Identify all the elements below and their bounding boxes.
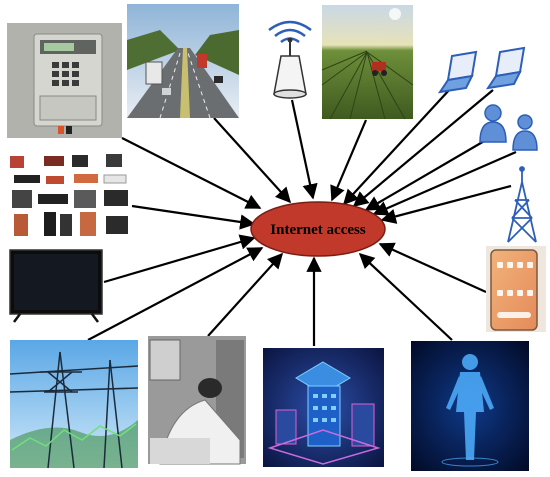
arrow-body-scan: [358, 252, 453, 341]
arrow-user-2: [372, 150, 517, 216]
television-image: [9, 249, 103, 323]
cell-tower-icon: [507, 166, 537, 243]
internet-access-hub: Internet access: [250, 201, 386, 257]
electronic-devices-image: [10, 152, 130, 240]
arrow-laptop-1: [342, 87, 452, 206]
arrow-farm-field: [330, 119, 368, 202]
arrow-medical: [207, 252, 284, 337]
farm-field-image: [321, 5, 414, 120]
connection-arrows: [87, 87, 517, 346]
arrow-power-grid: [87, 247, 264, 341]
user-1-icon: [479, 104, 507, 143]
highway-traffic-image: [127, 4, 239, 119]
power-grid-image: [9, 340, 139, 469]
medical-patient-image: [148, 336, 246, 465]
arrow-smartphone: [378, 242, 487, 294]
smartphone-image: [486, 246, 546, 332]
arrow-wifi-router: [290, 99, 318, 200]
wifi-router-icon: [268, 20, 312, 99]
arrow-user-1: [364, 139, 487, 211]
smart-city-image: [263, 348, 384, 467]
human-body-scan-image: [411, 341, 529, 471]
user-2-icon: [512, 114, 538, 151]
arrow-cell-tower: [380, 184, 512, 224]
laptop-2-icon: [485, 46, 526, 90]
arrow-laptop-2: [352, 89, 494, 207]
arrow-electronics: [131, 204, 256, 230]
hub-label: Internet access: [270, 222, 366, 238]
smart-meter-image: [7, 23, 122, 138]
arrow-television: [103, 234, 256, 284]
arrow-smart-meter: [121, 137, 262, 209]
laptop-1-icon: [437, 50, 478, 94]
arrow-highway: [213, 117, 292, 204]
